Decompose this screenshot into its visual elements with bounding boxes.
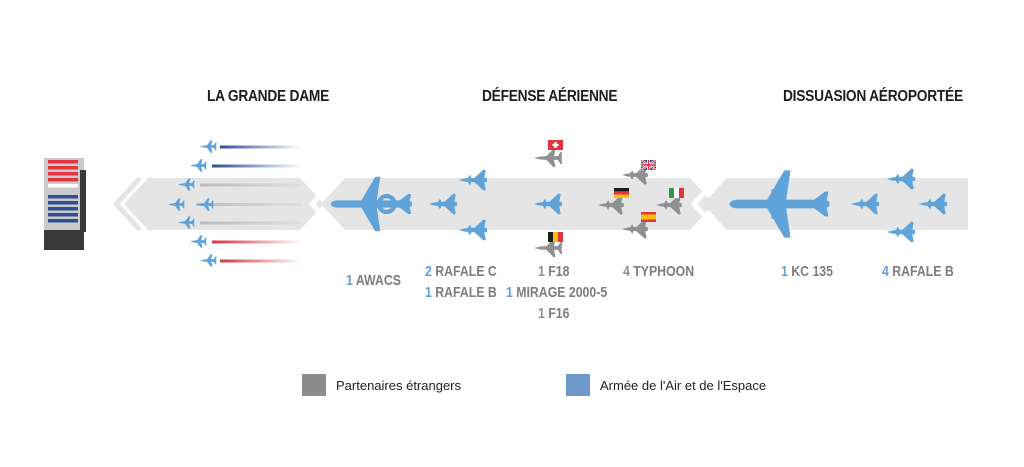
- label-typhoon: 4 TYPHOON: [623, 263, 695, 280]
- flag-switzerland: [548, 140, 563, 150]
- patrouille-formation: [167, 140, 302, 267]
- label-rafale-b-dissuasion: 4 RAFALE B: [882, 263, 954, 280]
- flag-italy: [669, 188, 684, 198]
- section-title-dissuasion: DISSUASION AÉROPORTÉE: [783, 88, 963, 105]
- legend-foreign: Partenaires étrangers: [302, 374, 461, 396]
- flag-stripes: [48, 160, 78, 223]
- label-f16: 1 F16: [538, 305, 570, 322]
- section-title-defense: DÉFENSE AÉRIENNE: [482, 88, 618, 105]
- legend-swatch-french: [566, 374, 590, 396]
- flag-germany: [614, 188, 629, 198]
- label-awacs: 1 AWACS: [346, 272, 401, 289]
- legend-label-french: Armée de l'Air et de l'Espace: [600, 377, 767, 393]
- section-title-grande-dame: LA GRANDE DAME: [207, 88, 330, 105]
- legend-french: Armée de l'Air et de l'Espace: [566, 374, 766, 396]
- flag-belgium: [548, 232, 563, 242]
- label-mirage: 1 MIRAGE 2000-5: [506, 284, 608, 301]
- label-rafale-b-defense: 1 RAFALE B: [425, 284, 497, 301]
- monument-icon: [44, 158, 86, 250]
- label-rafale-c: 2 RAFALE C: [425, 263, 497, 280]
- label-f18: 1 F18: [538, 263, 570, 280]
- flag-uk: [640, 159, 657, 171]
- legend-label-foreign: Partenaires étrangers: [336, 377, 462, 393]
- flag-spain: [641, 212, 656, 222]
- legend-swatch-foreign: [302, 374, 326, 396]
- label-kc135: 1 KC 135: [781, 263, 833, 280]
